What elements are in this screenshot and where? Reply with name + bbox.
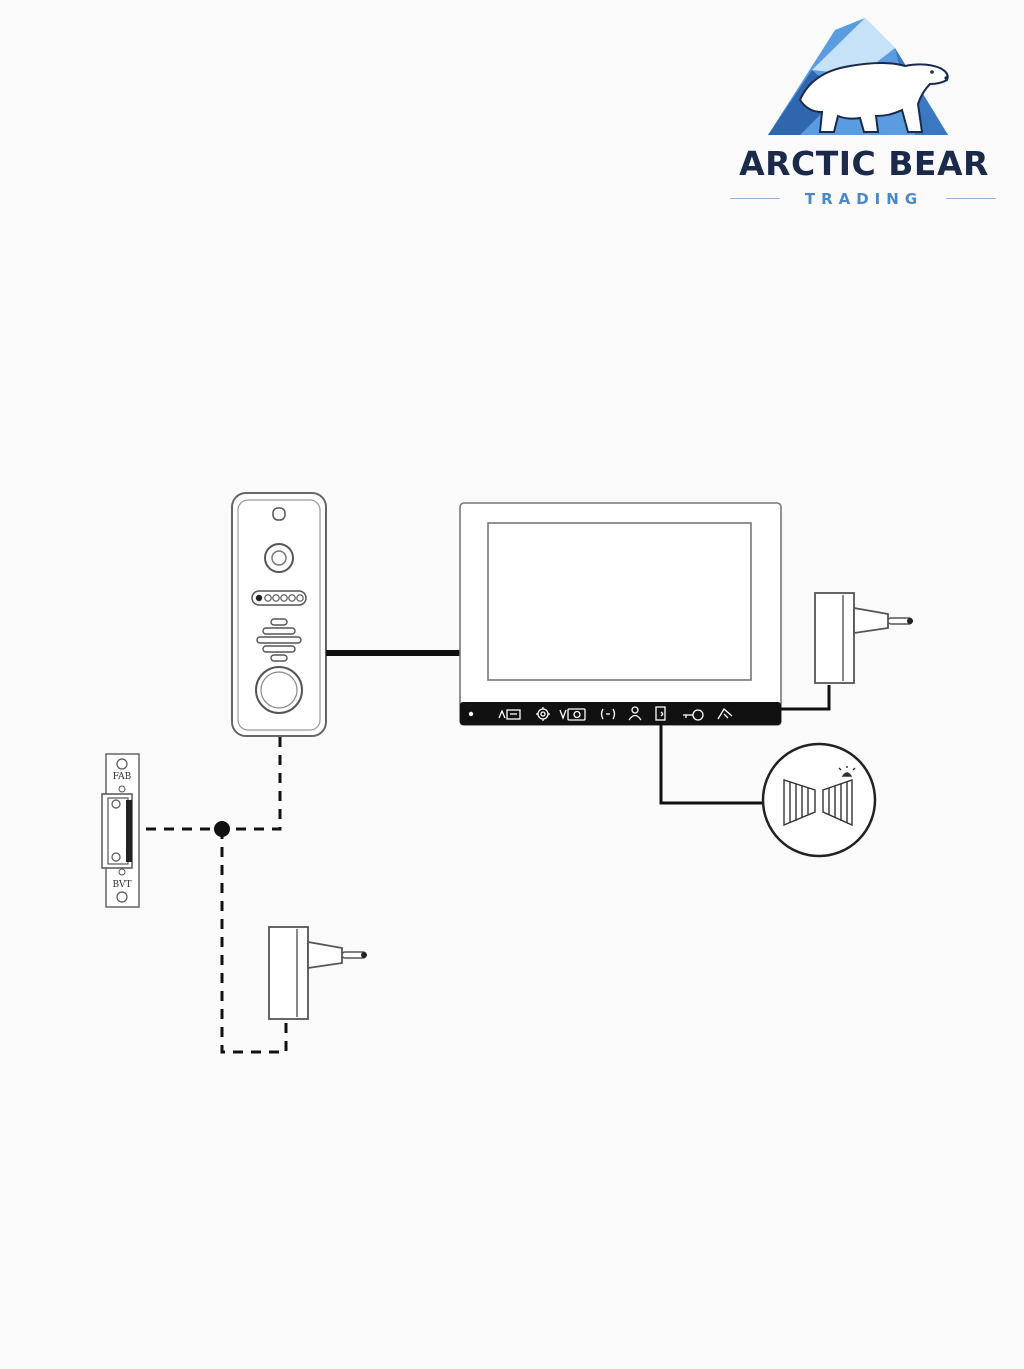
hangup-icon	[717, 707, 733, 720]
brand-name: ARCTIC BEAR	[739, 144, 989, 183]
speaker-grille-icon	[256, 618, 302, 662]
gate-cable	[659, 725, 762, 805]
alarm-light-icon	[841, 772, 853, 777]
user-icon	[628, 706, 642, 721]
monitor-button-bar	[460, 702, 781, 725]
gate-opener	[761, 742, 877, 858]
gate-icon	[783, 766, 856, 827]
call-button	[255, 666, 303, 714]
menu-up-icon	[498, 709, 521, 720]
brand-logo	[768, 18, 949, 135]
electric-strike-lock: FAB BVT	[101, 753, 140, 908]
door-icon	[655, 706, 666, 721]
bear-icon	[798, 62, 949, 133]
mountain-highlight	[812, 18, 895, 75]
lock-top-label: FAB	[113, 772, 132, 782]
lock-power-adapter	[268, 926, 367, 1020]
intercom-icon	[600, 708, 616, 720]
microphone-icon	[272, 507, 286, 521]
door-station	[231, 492, 327, 737]
lock-bottom-label: BVT	[112, 880, 131, 890]
monitor-screen	[487, 522, 752, 681]
brand-rule-left	[730, 198, 780, 199]
wire-junction	[214, 821, 230, 837]
dot-indicator	[468, 711, 474, 717]
unlock-key-icon	[683, 709, 704, 721]
brand-rule-right	[946, 198, 996, 199]
brand-tagline: TRADING	[804, 190, 924, 208]
settings-icon	[536, 707, 550, 721]
ir-led-strip	[251, 590, 307, 606]
indoor-monitor	[459, 502, 782, 726]
lock-wiring	[139, 737, 288, 1054]
monitor-power-adapter	[781, 592, 913, 711]
snapshot-icon	[559, 708, 586, 721]
camera-icon	[264, 543, 294, 573]
